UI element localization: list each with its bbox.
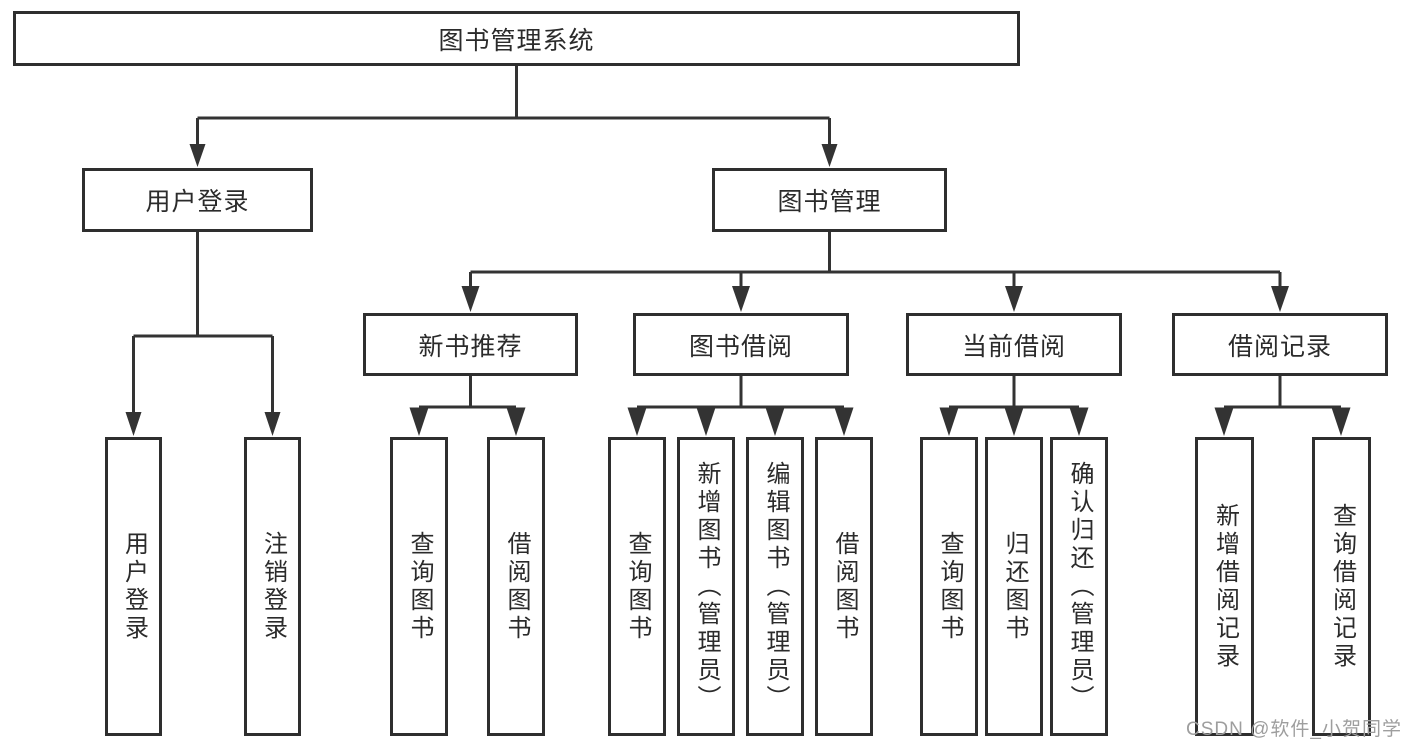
leaf-logout: 注销登录 [244, 437, 301, 736]
node-borrow-records: 借阅记录 [1172, 313, 1388, 376]
arrowhead-down [1331, 407, 1351, 436]
node-library-management-system: 图书管理系统 [13, 11, 1020, 66]
leaf-query-books-borrow: 查询图书 [608, 437, 666, 736]
arrowheads-level2 [189, 144, 838, 167]
node-user-login: 用户登录 [82, 168, 313, 232]
arrowheads-borrow-records-group [1214, 407, 1351, 436]
leaf-borrow-books-recommend: 借阅图书 [487, 437, 545, 736]
connector-book-management-to-level3 [469, 232, 1282, 288]
arrowheads-user-login-group [125, 412, 281, 436]
watermark: CSDN @软件_小贺同学 [1186, 719, 1402, 740]
connector-current-borrow-group [949, 376, 1079, 409]
arrowhead-down [409, 407, 429, 436]
arrowheads-new-book-group [409, 407, 526, 436]
arrowhead-down [189, 144, 206, 167]
leaf-borrow-books: 借阅图书 [815, 437, 873, 736]
arrowhead-down [125, 412, 142, 436]
arrowhead-down [834, 407, 854, 436]
arrowhead-down [506, 407, 526, 436]
connector-borrow-records-group [1224, 376, 1341, 409]
connector-user-login-group [132, 232, 274, 414]
arrowhead-down [1069, 407, 1089, 436]
arrowhead-down [821, 144, 838, 167]
leaf-confirm-return-admin: 确认归还（管理员） [1050, 437, 1108, 736]
arrowhead-down [264, 412, 281, 436]
leaf-add-books-admin: 新增图书（管理员） [677, 437, 735, 736]
leaf-query-books-recommend: 查询图书 [390, 437, 448, 736]
connector-book-borrow-group [637, 376, 844, 409]
arrowhead-down [627, 407, 647, 436]
arrowhead-down [765, 407, 785, 436]
arrowhead-down [461, 286, 480, 312]
arrowhead-down [1214, 407, 1234, 436]
arrowheads-current-borrow-group [939, 407, 1089, 436]
arrowhead-down [1004, 407, 1024, 436]
node-current-borrow: 当前借阅 [906, 313, 1122, 376]
leaf-user-login: 用户登录 [105, 437, 162, 736]
arrowhead-down [1005, 286, 1023, 312]
arrowheads-book-borrow-group [627, 407, 854, 436]
arrowhead-down [696, 407, 716, 436]
leaf-edit-books-admin: 编辑图书（管理员） [746, 437, 804, 736]
arrowhead-down [939, 407, 959, 436]
node-book-borrow: 图书借阅 [633, 313, 849, 376]
leaf-query-books-current: 查询图书 [920, 437, 978, 736]
leaf-return-books: 归还图书 [985, 437, 1043, 736]
arrowhead-down [1271, 286, 1289, 312]
leaf-add-borrow-record: 新增借阅记录 [1195, 437, 1254, 736]
node-new-book-recommend: 新书推荐 [363, 313, 578, 376]
node-book-management: 图书管理 [712, 168, 947, 232]
leaf-query-borrow-record: 查询借阅记录 [1312, 437, 1371, 736]
connector-new-book-group [419, 376, 516, 409]
arrowheads-level3 [461, 286, 1289, 312]
arrowhead-down [732, 286, 750, 312]
connector-root-to-level2 [196, 66, 831, 146]
